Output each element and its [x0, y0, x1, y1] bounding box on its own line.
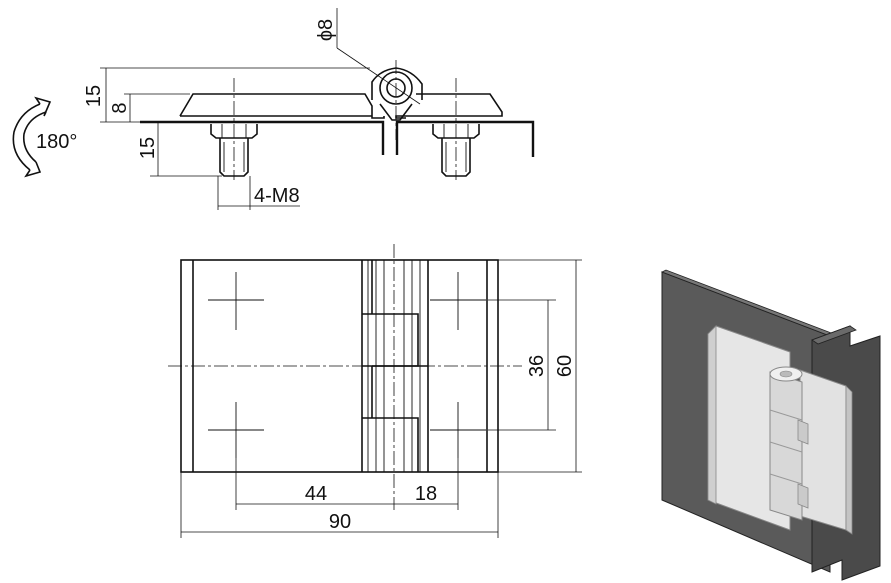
dim-height: 60 [498, 259, 582, 473]
front-view: 36 60 44 18 90 [168, 244, 582, 538]
dim-hole-spacing-h-label: 44 [305, 483, 327, 505]
hinge-render-3d [661, 269, 881, 581]
dim-diameter: ϕ8 [315, 8, 421, 105]
rotation-arrow-icon [12, 96, 52, 178]
dim-height-label: 60 [554, 355, 576, 377]
dim-bolt-length: 15 [137, 122, 222, 177]
dim-hole-spacing-vertical: 36 [488, 299, 556, 431]
dim-width-label: 90 [329, 511, 351, 533]
dim-hole-spacing-horizontal: 44 18 [235, 458, 459, 510]
dim-width: 90 [180, 472, 499, 538]
rotation-label: 180° [36, 131, 77, 153]
knuckle [371, 67, 423, 121]
knuckle-cylinder [769, 371, 803, 521]
mounting-holes [208, 272, 486, 458]
dim-plate-label: 8 [109, 102, 131, 113]
left-panel [140, 120, 385, 155]
dim-plate-height: 8 [109, 93, 190, 122]
bolt-callout: 4-M8 [217, 176, 300, 210]
dim-total-height: 15 [83, 67, 370, 123]
left-leaf [179, 93, 385, 119]
dim-hole-spacing-v-label: 36 [526, 355, 548, 377]
dim-total-height-label: 15 [83, 85, 105, 107]
right-leaf [395, 93, 503, 119]
dim-bolt-label: 15 [137, 137, 159, 159]
dim-hole-offset-label: 18 [415, 483, 437, 505]
side-view: 15 8 15 ϕ8 4-M8 [12, 8, 535, 210]
dim-diameter-label: ϕ8 [315, 19, 337, 41]
right-panel [395, 120, 535, 157]
bolt-label: 4-M8 [254, 185, 300, 207]
